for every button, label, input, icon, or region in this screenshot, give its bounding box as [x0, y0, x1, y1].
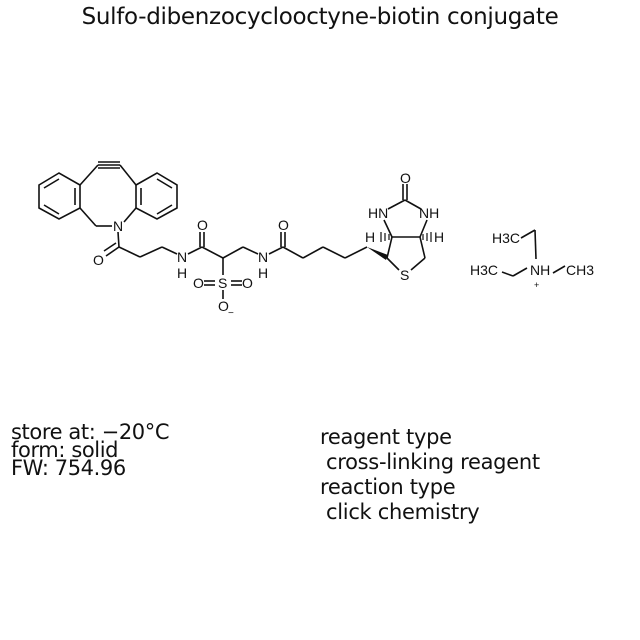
ammonium-nh: NH: [530, 262, 550, 278]
formula-weight: FW: 754.96: [11, 456, 126, 480]
methyl-top: H3C: [492, 230, 520, 246]
atom-o: O: [193, 275, 204, 291]
atom-h: H: [177, 265, 187, 281]
storage-temperature: store at: −20°C: [11, 420, 170, 444]
wedge-bond: [367, 247, 388, 260]
reaction-type-label: reaction type: [320, 475, 456, 499]
classification-block: reagent type cross-linking reagent react…: [320, 425, 540, 525]
atom-labels: N O N H O S O O O − N H O O HN NH H H S: [93, 170, 444, 319]
compound-title: Sulfo-dibenzocyclooctyne-biotin conjugat…: [81, 4, 559, 30]
atom-n: N: [113, 218, 123, 234]
counterion-labels: H3C H3C NH + CH3: [470, 230, 594, 290]
properties-block: store at: −20°C form: solid FW: 754.96: [11, 420, 170, 480]
reagent-type-value: cross-linking reagent: [326, 450, 540, 474]
reagent-type-label: reagent type: [320, 425, 452, 449]
atom-s: S: [400, 267, 409, 283]
atom-n: N: [177, 249, 187, 265]
atom-s: S: [218, 275, 227, 291]
reaction-type-value: click chemistry: [326, 500, 480, 524]
atom-o: O: [242, 275, 253, 291]
charge-minus: −: [228, 308, 234, 319]
methyl-right: CH3: [566, 262, 594, 278]
charge-plus: +: [534, 280, 539, 290]
atom-nh: NH: [419, 205, 439, 221]
physical-form: form: solid: [11, 438, 119, 462]
atom-o: O: [93, 252, 104, 268]
atom-n: N: [258, 249, 268, 265]
atom-o: O: [197, 217, 208, 233]
atom-h: H: [365, 229, 375, 245]
atom-o: O: [278, 217, 289, 233]
atom-h: H: [258, 265, 268, 281]
atom-hn: HN: [368, 205, 388, 221]
bond-lines: [38, 161, 566, 299]
atom-o: O: [400, 170, 411, 186]
atom-h: H: [434, 229, 444, 245]
methyl-left: H3C: [470, 262, 498, 278]
atom-o: O: [218, 298, 229, 314]
